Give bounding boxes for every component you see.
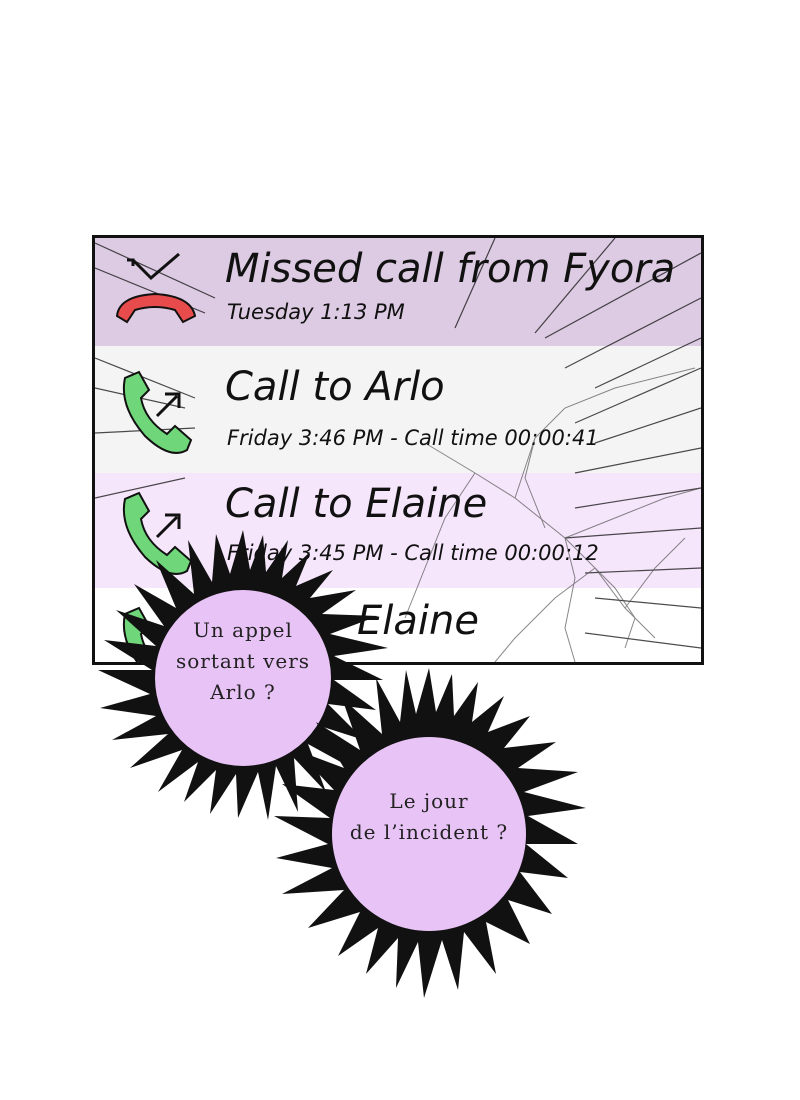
bubble-text: Le jour de l’incident ?	[329, 786, 529, 848]
call-entry-elaine[interactable]: Call to Elaine Friday 3:45 PM - Call tim…	[95, 473, 701, 588]
spiky-bubble-shape	[98, 530, 388, 820]
bubble-line: Un appel	[193, 618, 293, 642]
thought-bubble-arlo: Un appel sortant vers Arlo ?	[98, 530, 388, 820]
screen-cracks	[404, 367, 701, 662]
call-entry-title: Elaine	[357, 598, 479, 644]
call-entry-title: Missed call from Fyora	[225, 246, 676, 292]
call-entry-subtitle: Tuesday 1:13 PM	[227, 300, 405, 324]
call-entry-arlo[interactable]: Call to Arlo Friday 3:46 PM - Call time …	[95, 346, 701, 473]
speed-lines	[95, 238, 701, 649]
bubble-line: Le jour	[389, 789, 469, 813]
thought-bubble-incident: Le jour de l’incident ?	[272, 668, 586, 998]
bubble-line: sortant vers	[175, 649, 311, 673]
outgoing-call-icon	[122, 491, 193, 575]
call-entry-title: Call to Elaine	[225, 481, 488, 527]
call-entry-subtitle: Friday 3:46 PM - Call time 00:00:41	[227, 426, 599, 450]
bubble-line: Arlo ?	[210, 680, 276, 704]
bubble-text: Un appel sortant vers Arlo ?	[153, 615, 333, 708]
arlo-row-bg	[95, 346, 701, 473]
call-entry-missed[interactable]: Missed call from Fyora Tuesday 1:13 PM	[95, 238, 701, 346]
outgoing-call-icon	[122, 370, 193, 454]
bubble-line: de l’incident ?	[349, 820, 509, 844]
missed-call-icon	[115, 252, 197, 324]
call-entry-subtitle: Friday 3:45 PM - Call time 00:00:12	[227, 541, 599, 565]
spiky-bubble-shape	[274, 668, 586, 998]
call-entry-title: Call to Arlo	[225, 364, 445, 410]
